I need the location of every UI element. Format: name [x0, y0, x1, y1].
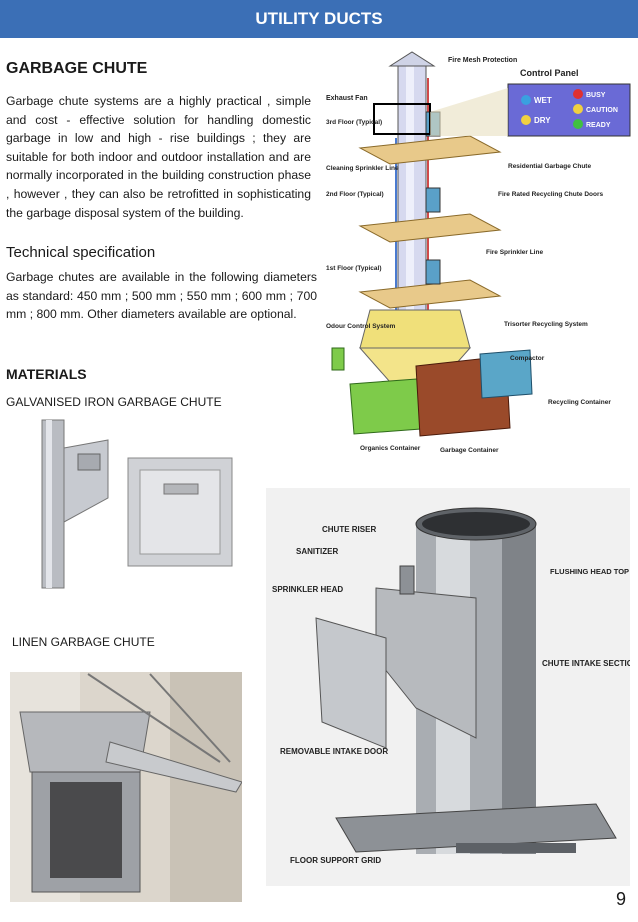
- label-busy: BUSY: [586, 92, 606, 99]
- materials-heading: MATERIALS: [6, 366, 87, 382]
- label-ready: READY: [586, 122, 611, 129]
- label-odour-control: Odour Control System: [326, 323, 396, 330]
- label-floor-1: 1st Floor (Typical): [326, 265, 382, 272]
- label-floor-3: 3rd Floor (Typical): [326, 119, 382, 126]
- label-removable-door: REMOVABLE INTAKE DOOR: [280, 747, 388, 756]
- label-fire-rated-doors: Fire Rated Recycling Chute Doors: [498, 191, 603, 198]
- technical-spec-heading: Technical specification: [6, 244, 156, 261]
- label-compactor: Compactor: [510, 355, 545, 362]
- garbage-system-diagram: Fire Mesh Protection Exhaust Fan Control…: [320, 48, 632, 460]
- label-trisorter: Trisorter Recycling System: [504, 321, 588, 328]
- galvanised-caption: GALVANISED IRON GARBAGE CHUTE: [6, 395, 222, 409]
- page-number: 9: [615, 889, 626, 909]
- label-sprinkler-head: SPRINKLER HEAD: [272, 585, 343, 594]
- label-dry: DRY: [534, 116, 551, 125]
- label-wet: WET: [534, 96, 552, 105]
- garbage-chute-heading: GARBAGE CHUTE: [6, 60, 148, 77]
- label-sanitizer: SANITIZER: [296, 547, 338, 556]
- label-fire-mesh: Fire Mesh Protection: [448, 57, 517, 64]
- label-caution: CAUTION: [586, 107, 618, 114]
- label-organics-container: Organics Container: [360, 445, 421, 452]
- label-cleaning-sprinkler: Cleaning Sprinkler Line: [326, 165, 399, 172]
- technical-spec-text: Garbage chutes are available in the foll…: [6, 270, 317, 322]
- label-floor-support: FLOOR SUPPORT GRID: [290, 856, 381, 865]
- label-floor-2: 2nd Floor (Typical): [326, 191, 384, 198]
- label-chute-riser: CHUTE RISER: [322, 525, 376, 534]
- label-chute-intake: CHUTE INTAKE SECTION: [542, 659, 630, 668]
- galvanised-chute-photo: [36, 418, 236, 590]
- label-garbage-container: Garbage Container: [440, 447, 499, 454]
- linen-caption: LINEN GARBAGE CHUTE: [12, 635, 155, 649]
- garbage-chute-description: Garbage chute systems are a highly pract…: [6, 94, 311, 220]
- label-flushing-head: FLUSHING HEAD TOP INTAKE SECTION ONLY: [550, 567, 630, 576]
- linen-chute-photo: [10, 672, 242, 902]
- page-header: UTILITY DUCTS: [0, 0, 638, 38]
- label-fire-sprinkler: Fire Sprinkler Line: [486, 249, 543, 256]
- label-exhaust-fan: Exhaust Fan: [326, 95, 368, 102]
- label-residential-chute: Residential Garbage Chute: [508, 163, 591, 170]
- label-recycling-container: Recycling Container: [548, 399, 611, 406]
- chute-intake-diagram: CHUTE RISER SANITIZER SPRINKLER HEAD FLU…: [266, 488, 630, 886]
- label-control-panel: Control Panel: [520, 68, 579, 78]
